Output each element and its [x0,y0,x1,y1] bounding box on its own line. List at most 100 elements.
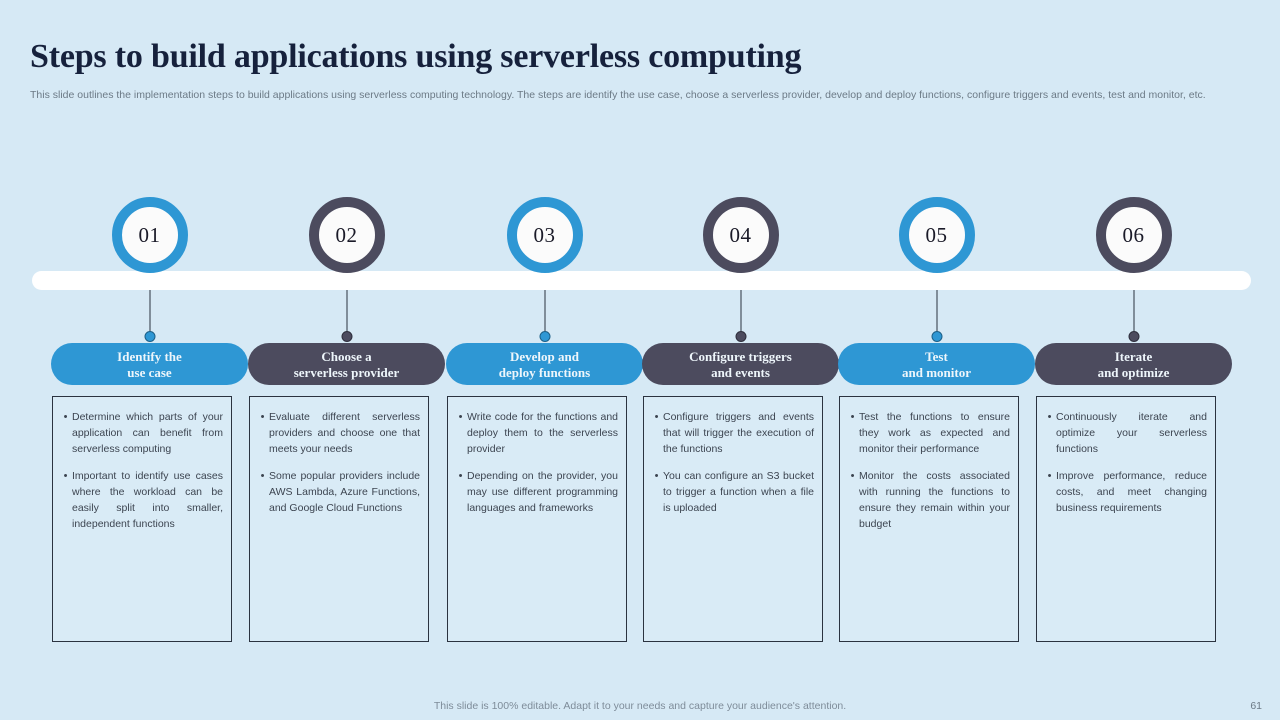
step-heading-line1: Test [925,348,948,364]
step-number-circle-04[interactable]: 04 [702,197,779,273]
step-connector-line-06 [1133,290,1134,337]
step-number-label: 02 [335,222,358,247]
bullet-text: You can configure an S3 bucket to trigge… [663,470,814,514]
timeline-track-bar [32,271,1251,290]
step-detail-card-03: • Write code for the functions and deploy… [447,396,627,642]
bullet-dot-icon: • [850,411,855,423]
step-heading-line2: deploy functions [498,364,591,380]
bullet-text: Monitor the costs associated with runnin… [859,470,1010,530]
step-detail-card-01: • Determine which parts of your applicati… [52,396,232,642]
bullet-item: • Monitor the costs associated with runni… [846,468,1010,532]
step-card-body: • Determine which parts of your applicati… [53,397,231,551]
bullet-item: • You can configure an S3 bucket to trigg… [650,468,814,516]
page-subtitle: This slide outlines the implementation s… [30,89,1206,101]
step-number-circle-05[interactable]: 05 [898,197,975,273]
bullet-item: • Depending on the provider, you may use … [454,468,618,516]
bullet-dot-icon: • [850,470,855,482]
bullet-item: • Configure triggers and events that will… [650,409,814,457]
bullet-item: • Write code for the functions and deploy… [454,409,618,457]
bullet-dot-icon: • [458,470,463,482]
step-node-dot-06 [1128,331,1139,342]
step-card-body: • Continuously iterate and optimize your … [1037,397,1215,535]
step-card-body: • Configure triggers and events that will… [644,397,822,535]
bullet-item: • Test the functions to ensure they work … [846,409,1010,457]
step-detail-card-06: • Continuously iterate and optimize your … [1036,396,1216,642]
page-number: 61 [1250,700,1262,712]
step-detail-card-04: • Configure triggers and events that will… [643,396,823,642]
bullet-dot-icon: • [654,411,659,423]
bullet-text: Test the functions to ensure they work a… [859,411,1010,455]
step-heading-line2: and optimize [1097,364,1170,380]
step-card-body: • Test the functions to ensure they work … [840,397,1018,551]
step-number-circle-01[interactable]: 01 [111,197,188,273]
bullet-dot-icon: • [63,470,68,482]
footer-note: This slide is 100% editable. Adapt it to… [433,700,847,712]
step-number-circle-02[interactable]: 02 [308,197,385,273]
step-number-label: 01 [138,222,161,247]
bullet-item: • Continuously iterate and optimize your … [1043,409,1207,457]
step-heading-line1: Choose a [321,348,372,364]
step-detail-card-05: • Test the functions to ensure they work … [839,396,1019,642]
step-connector-line-05 [936,290,937,337]
bullet-dot-icon: • [458,411,463,423]
bullet-text: Configure triggers and events that will … [663,411,814,455]
step-card-body: • Evaluate different serverless providers… [250,397,428,535]
bullet-dot-icon: • [63,411,68,423]
bullet-item: • Evaluate different serverless providers… [256,409,420,457]
bullet-item: • Important to identify use cases where t… [59,468,223,532]
page-title: Steps to build applications using server… [30,38,802,75]
step-number-circle-03[interactable]: 03 [506,197,583,273]
step-heading-line1: Develop and [510,348,579,364]
bullet-dot-icon: • [1047,411,1052,423]
bullet-text: Determine which parts of your applicatio… [72,411,223,455]
bullet-item: • Improve performance, reduce costs, and… [1043,468,1207,516]
bullet-text: Improve performance, reduce costs, and m… [1056,470,1207,514]
step-heading-line2: use case [127,364,172,380]
step-connector-line-03 [544,290,545,337]
step-number-label: 04 [729,222,752,247]
step-node-dot-03 [539,331,550,342]
step-heading-line2: serverless provider [293,364,400,380]
step-number-label: 05 [925,222,948,247]
step-node-dot-05 [931,331,942,342]
step-connector-line-01 [149,290,150,337]
step-heading-line2: and events [711,364,770,380]
bullet-dot-icon: • [654,470,659,482]
bullet-text: Some popular providers include AWS Lambd… [269,470,420,514]
step-detail-card-02: • Evaluate different serverless providers… [249,396,429,642]
bullet-text: Write code for the functions and deploy … [467,411,618,455]
step-card-body: • Write code for the functions and deploy… [448,397,626,535]
bullet-dot-icon: • [1047,470,1052,482]
step-number-label: 06 [1122,222,1145,247]
bullet-dot-icon: • [260,411,265,423]
bullet-text: Depending on the provider, you may use d… [467,470,618,514]
step-connector-line-04 [740,290,741,337]
step-connector-line-02 [346,290,347,337]
step-node-dot-04 [735,331,746,342]
step-node-dot-02 [341,331,352,342]
bullet-text: Important to identify use cases where th… [72,470,223,530]
step-heading-line2: and monitor [902,364,971,380]
step-heading-line1: Iterate [1114,348,1153,364]
bullet-text: Evaluate different serverless providers … [269,411,420,455]
step-heading-line1: Configure triggers [689,348,792,364]
bullet-dot-icon: • [260,470,265,482]
step-node-dot-01 [144,331,155,342]
bullet-item: • Determine which parts of your applicati… [59,409,223,457]
step-heading-line1: Identify the [117,348,182,364]
bullet-item: • Some popular providers include AWS Lamb… [256,468,420,516]
bullet-text: Continuously iterate and optimize your s… [1056,411,1207,455]
step-number-circle-06[interactable]: 06 [1095,197,1172,273]
